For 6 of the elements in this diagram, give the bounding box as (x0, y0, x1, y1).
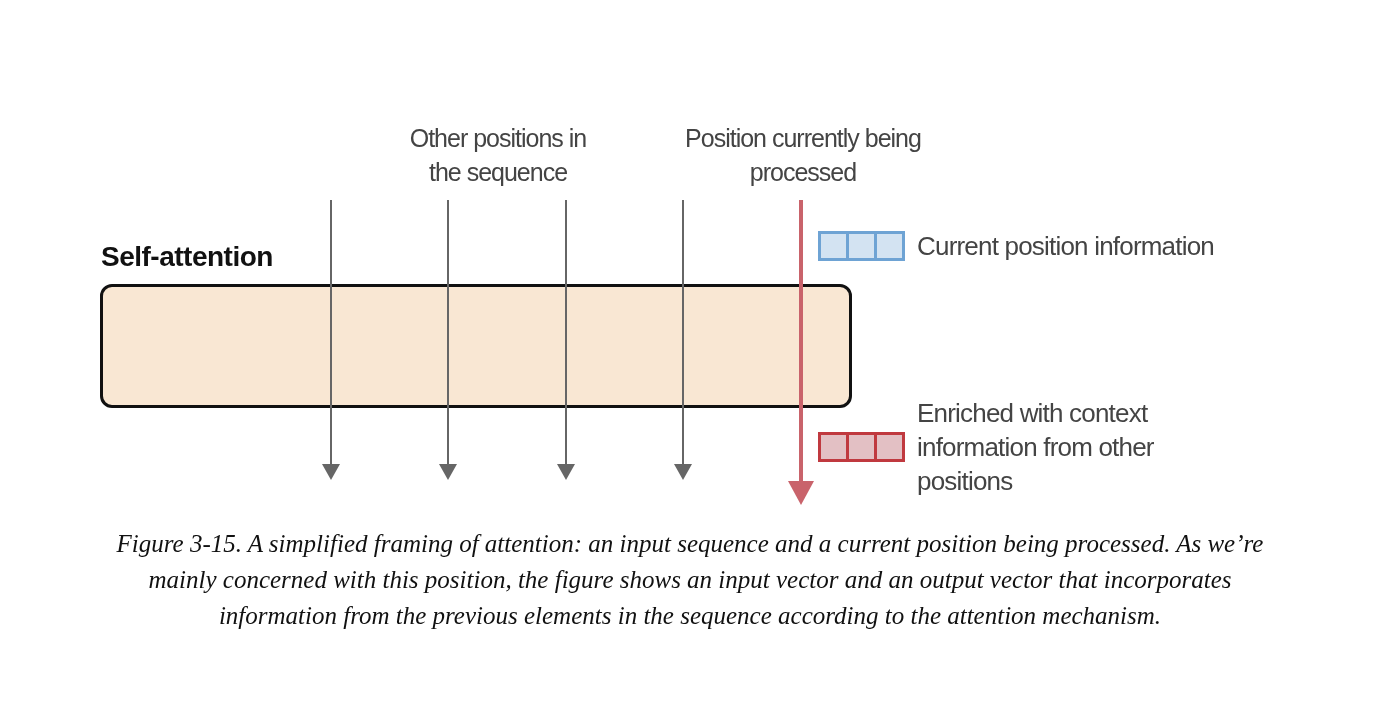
layer-title: Self-attention (101, 241, 273, 273)
legend-text: Enriched with context information from other positions (917, 397, 1155, 498)
position-label: Other positions in the sequence (408, 123, 588, 188)
figure-caption: Figure 3-15. A simplified framing of attention: an input sequence and a current position being processed. As we’re mainly concerned with this position, the figure shows an input vector and an output vector that incorporates information from the previous elements in the sequence according to the attention mechanism. (115, 529, 1265, 631)
legend-text: Current position information (917, 230, 1215, 263)
position-label: Position currently being processed (684, 123, 922, 188)
